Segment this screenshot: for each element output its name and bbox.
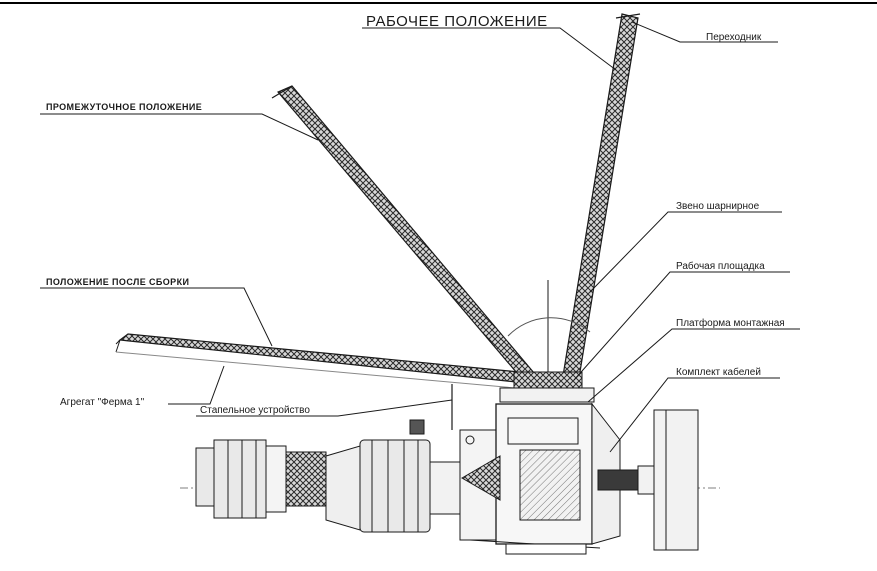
label-intermediate-position: ПРОМЕЖУТОЧНОЕ ПОЛОЖЕНИЕ	[46, 102, 203, 112]
station-hull	[180, 384, 720, 555]
label-working-position: РАБОЧЕЕ ПОЛОЖЕНИЕ	[366, 13, 548, 30]
label-mounting-platform: Платформа монтажная	[676, 318, 785, 329]
truss-intermediate-position	[271, 85, 541, 387]
hinge-cluster	[499, 371, 595, 403]
label-adapter: Переходник	[706, 32, 762, 43]
label-work-platform: Рабочая площадка	[676, 261, 765, 272]
label-position-after-assembly: ПОЛОЖЕНИЕ ПОСЛЕ СБОРКИ	[46, 277, 190, 287]
rotation-arc	[507, 317, 591, 337]
label-slipway-device: Стапельное устройство	[200, 405, 310, 416]
leader-lines	[40, 21, 800, 453]
label-truss-unit: Агрегат "Ферма 1"	[60, 397, 145, 408]
label-cable-kit: Комплект кабелей	[676, 367, 761, 378]
truss-working-position	[561, 13, 641, 385]
label-hinge-link: Звено шарнирное	[676, 201, 760, 212]
